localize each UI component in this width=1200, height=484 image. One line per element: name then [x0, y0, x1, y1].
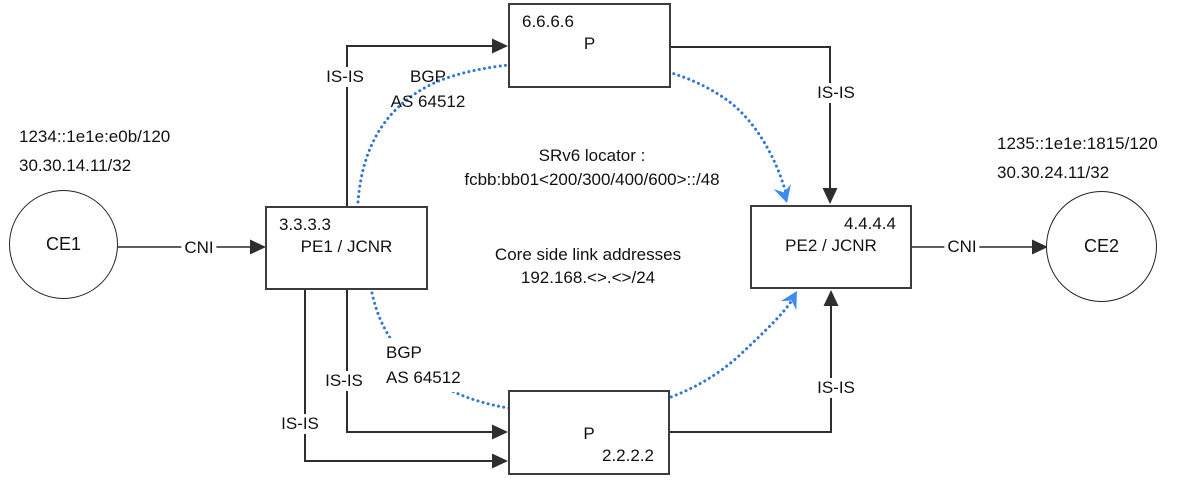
core-link-addresses-value: 192.168.<>.<>/24 — [520, 268, 656, 287]
node-pe2: 4.4.4.4 PE2 / JCNR — [750, 205, 912, 289]
bgp-label-top-protocol: BGP — [410, 67, 446, 86]
node-p-bottom-label: P — [583, 424, 595, 443]
arrowhead-ptop-left — [492, 38, 508, 54]
bgp-label-top: BGP AS 64512 — [381, 64, 475, 114]
link-ptop-pe2 — [670, 46, 831, 190]
arrowhead-pe2-bottom — [823, 290, 839, 306]
node-p-top-ip: 6.6.6.6 — [522, 12, 574, 31]
core-link-addresses-title: Core side link addresses — [494, 245, 682, 264]
link-pe1-pbottom-outer — [304, 290, 493, 462]
core-link-addresses-note: Core side link addresses 192.168.<>.<>/2… — [398, 243, 778, 289]
node-p-top: 6.6.6.6 P — [508, 3, 671, 88]
node-pe1-ip: 3.3.3.3 — [279, 215, 331, 234]
cni-label-right: CNI — [944, 237, 980, 257]
arrowhead-pe1-left — [250, 239, 266, 255]
bgp-label-bottom-as: AS 64512 — [386, 368, 461, 387]
node-pe1: 3.3.3.3 PE1 / JCNR — [265, 206, 428, 290]
isis-label-pe1-pbottom-inner: IS-IS — [322, 371, 366, 391]
bgp-label-bottom: BGP AS 64512 — [384, 338, 488, 392]
cni-label-left: CNI — [181, 238, 217, 258]
node-ce2-label: CE2 — [1083, 236, 1119, 256]
bgp-arrowhead-top — [773, 184, 791, 203]
node-p-top-label: P — [583, 34, 596, 53]
node-pe1-label: PE1 / JCNR — [300, 237, 393, 256]
ce2-ipv6-address: 1235::1e1e:1815/120 — [997, 134, 1158, 153]
node-ce1-label: CE1 — [45, 234, 81, 254]
bgp-arrowhead-bottom — [780, 291, 797, 311]
ce1-ipv4-address: 30.30.14.11/32 — [19, 156, 132, 175]
ce1-addresses: 1234::1e1e:e0b/120 30.30.14.11/32 — [19, 122, 170, 180]
arrowhead-pbottom-inner — [492, 424, 508, 440]
ce2-addresses: 1235::1e1e:1815/120 30.30.24.11/32 — [997, 129, 1158, 187]
arrowhead-ce2-left — [1032, 239, 1048, 255]
link-pe1-ptop — [346, 45, 493, 206]
bgp-label-top-as: AS 64512 — [390, 92, 466, 111]
srv6-locator-note: SRv6 locator : fcbb:bb01<200/300/400/600… — [400, 144, 784, 192]
arrowhead-pbottom-outer — [492, 453, 508, 469]
isis-label-pe1-ptop: IS-IS — [323, 67, 367, 87]
isis-label-pbottom-pe2: IS-IS — [814, 378, 858, 398]
ce2-ipv4-address: 30.30.24.11/32 — [997, 163, 1110, 182]
node-pe2-ip: 4.4.4.4 — [844, 214, 896, 233]
node-pe2-label: PE2 / JCNR — [785, 236, 877, 255]
isis-label-pe1-pbottom-outer: IS-IS — [278, 414, 322, 434]
srv6-locator-title: SRv6 locator : — [538, 146, 646, 165]
ce1-ipv6-address: 1234::1e1e:e0b/120 — [19, 127, 171, 146]
node-ce1: CE1 — [9, 190, 118, 299]
node-p-bottom: P 2.2.2.2 — [508, 390, 670, 475]
link-pe1-pbottom-inner — [346, 290, 493, 433]
bgp-label-bottom-protocol: BGP — [386, 343, 422, 362]
node-p-bottom-ip: 2.2.2.2 — [602, 446, 654, 465]
node-ce2: CE2 — [1046, 191, 1157, 302]
link-pbottom-pe2 — [670, 305, 832, 433]
srv6-locator-value: fcbb:bb01<200/300/400/600>::/48 — [464, 170, 720, 189]
isis-label-ptop-pe2: IS-IS — [814, 83, 858, 103]
arrowhead-pe2-top — [822, 188, 838, 204]
